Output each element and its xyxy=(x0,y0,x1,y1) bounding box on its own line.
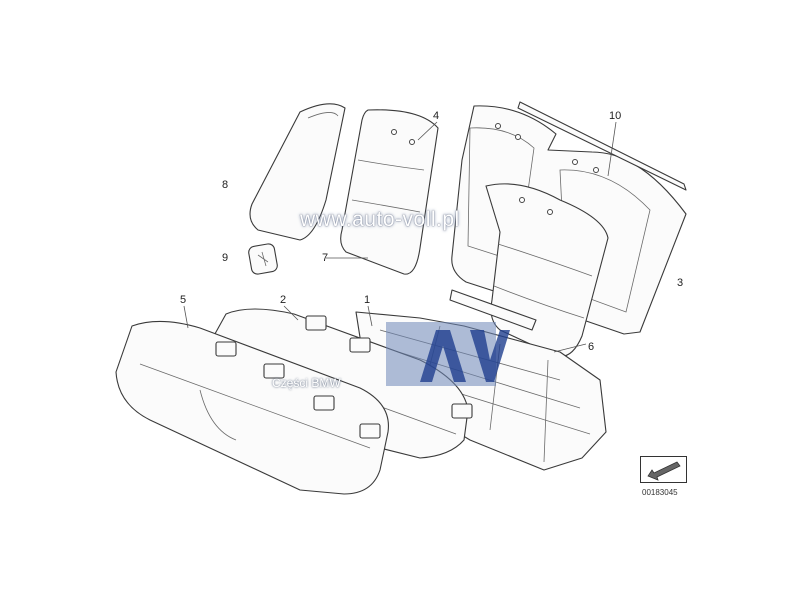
callout-9: 9 xyxy=(222,252,229,264)
callout-1: 1 xyxy=(364,294,371,306)
arrow-down-left-icon xyxy=(640,456,687,483)
diagram-id: 00183045 xyxy=(642,488,678,497)
callout-3: 3 xyxy=(677,277,684,289)
watermark-logo-text: Części BMW xyxy=(272,376,341,390)
callout-8: 8 xyxy=(222,179,229,191)
part-4-backrest-cover-left xyxy=(340,109,439,275)
callout-4: 4 xyxy=(433,110,440,122)
callout-10: 10 xyxy=(609,110,622,122)
callout-7: 7 xyxy=(322,252,329,264)
leader-lines xyxy=(183,121,617,353)
part-5-seat-cushion-front xyxy=(115,320,389,495)
watermark-logo xyxy=(386,322,510,386)
part-9-release-button xyxy=(248,243,278,275)
watermark-url: www.auto-voll.pl xyxy=(300,208,460,231)
callout-6: 6 xyxy=(588,341,595,353)
callout-5: 5 xyxy=(180,294,187,306)
part-10-rod xyxy=(517,101,687,191)
callout-2: 2 xyxy=(280,294,287,306)
part-8-side-panel xyxy=(249,103,346,241)
